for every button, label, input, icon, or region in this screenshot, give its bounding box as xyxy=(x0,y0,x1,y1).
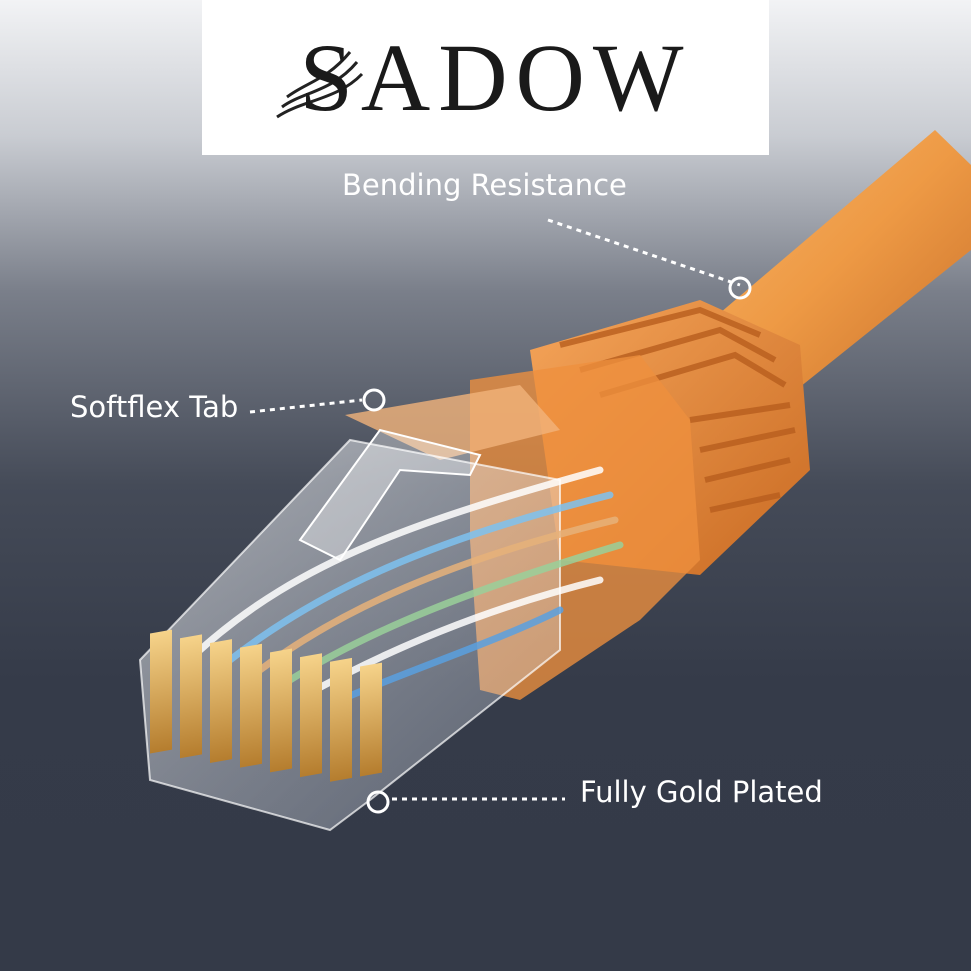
bending-leader-line xyxy=(547,218,741,287)
logo-panel: SADOW xyxy=(202,0,769,155)
logo-swirl-icon xyxy=(276,51,364,119)
gold-marker xyxy=(366,790,390,814)
bending-resistance-label: Bending Resistance xyxy=(342,168,627,202)
brand-logo: SADOW xyxy=(299,24,692,131)
softflex-marker xyxy=(362,388,386,412)
fully-gold-plated-label: Fully Gold Plated xyxy=(580,775,823,809)
gold-contacts xyxy=(150,629,382,782)
softflex-leader-line xyxy=(249,398,363,414)
softflex-tab-label: Softflex Tab xyxy=(70,390,239,424)
bending-marker xyxy=(728,276,752,300)
cable xyxy=(700,130,971,395)
